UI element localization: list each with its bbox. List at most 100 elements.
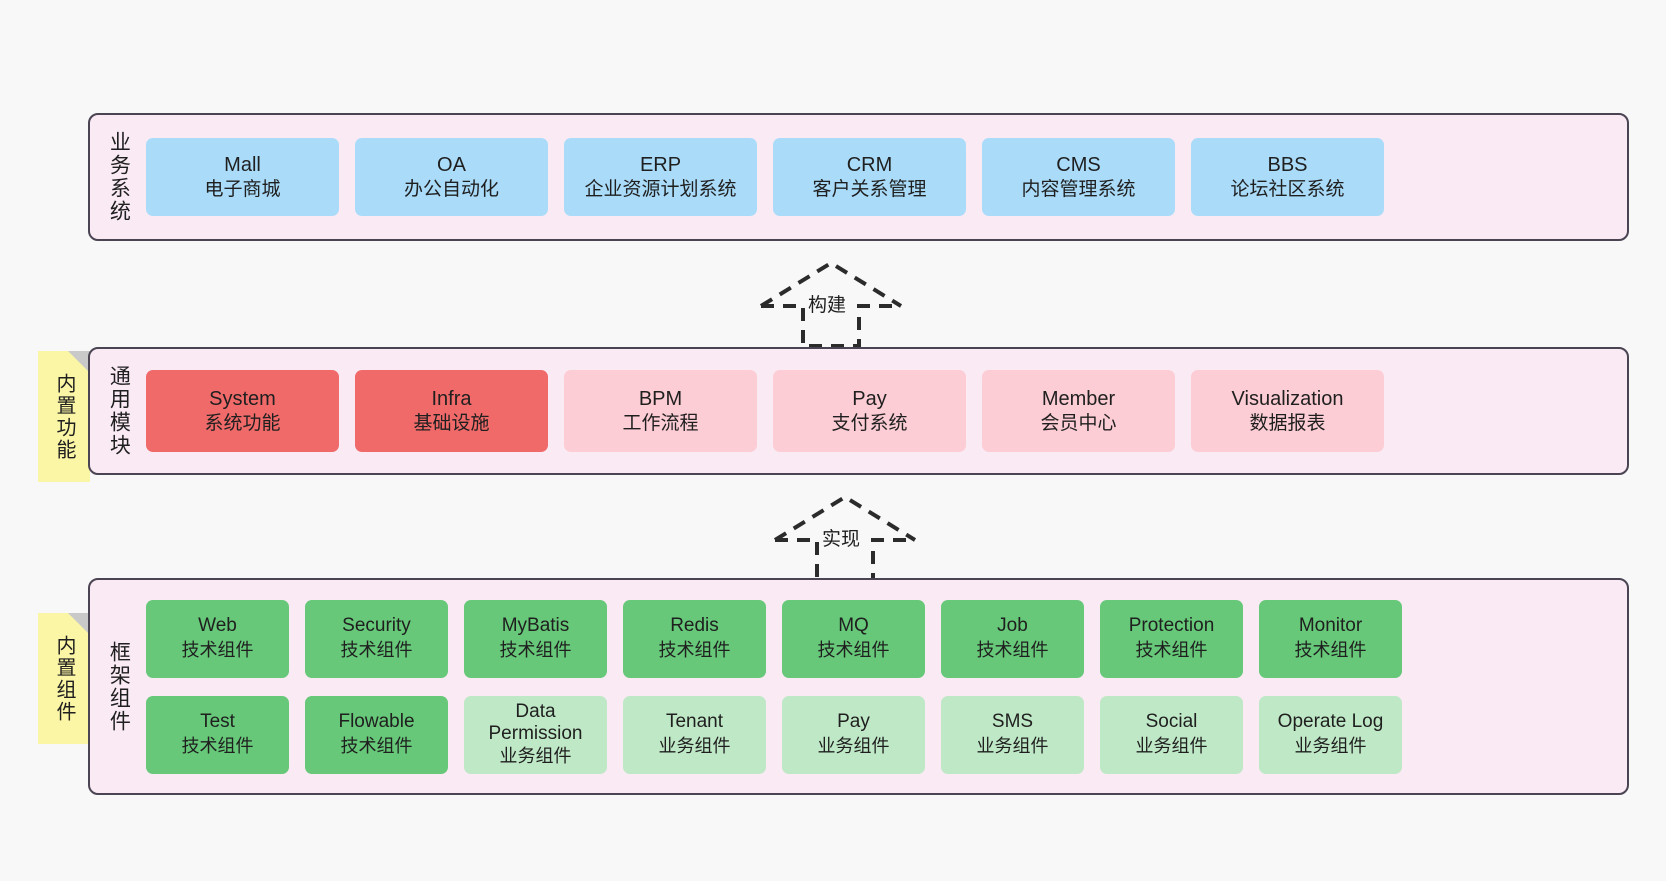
card-monitor[interactable]: Monitor 技术组件	[1259, 599, 1402, 678]
card-redis[interactable]: Redis 技术组件	[623, 599, 766, 678]
card-redis-cn: 技术组件	[658, 640, 731, 661]
note-fold-corner-icon	[68, 613, 90, 635]
framework-card-row-2: Test 技术组件 Flowable 技术组件 Data Permission …	[146, 695, 1611, 774]
card-web[interactable]: Web 技术组件	[146, 599, 289, 678]
layer-body-business: Mall 电子商城 OA 办公自动化 ERP 企业资源计划系统 CRM 客户关系…	[146, 115, 1627, 239]
card-security[interactable]: Security 技术组件	[305, 599, 448, 678]
card-web-cn: 技术组件	[181, 640, 254, 661]
card-erp[interactable]: ERP 企业资源计划系统	[564, 138, 757, 216]
card-crm[interactable]: CRM 客户关系管理	[773, 138, 966, 216]
layer-title-common: 通用模块	[107, 365, 131, 457]
card-operate-log[interactable]: Operate Log 业务组件	[1259, 695, 1402, 774]
note-builtin-features-label: 内置功能	[53, 372, 75, 461]
card-pay-component-cn: 业务组件	[817, 736, 890, 757]
card-crm-cn: 客户关系管理	[812, 178, 927, 200]
note-fold-corner-icon	[68, 351, 90, 373]
card-infra[interactable]: Infra 基础设施	[355, 370, 548, 452]
arrowhead-build	[759, 260, 903, 308]
card-bbs[interactable]: BBS 论坛社区系统	[1191, 138, 1384, 216]
business-card-row: Mall 电子商城 OA 办公自动化 ERP 企业资源计划系统 CRM 客户关系…	[146, 138, 1611, 216]
note-builtin-components-label: 内置组件	[53, 634, 75, 723]
card-erp-cn: 企业资源计划系统	[584, 178, 737, 200]
card-protection[interactable]: Protection 技术组件	[1100, 599, 1243, 678]
common-card-row: System 系统功能 Infra 基础设施 BPM 工作流程 Pay 支付系统…	[146, 370, 1611, 452]
card-security-en: Security	[342, 615, 411, 637]
card-pay-module[interactable]: Pay 支付系统	[773, 370, 966, 452]
layer-title-framework: 框架组件	[107, 640, 131, 733]
card-cms[interactable]: CMS 内容管理系统	[982, 138, 1175, 216]
card-visualization-en: Visualization	[1231, 387, 1344, 410]
card-system-cn: 系统功能	[204, 412, 281, 434]
card-test[interactable]: Test 技术组件	[146, 695, 289, 774]
card-mall[interactable]: Mall 电子商城	[146, 138, 339, 216]
card-web-en: Web	[198, 615, 237, 637]
card-mall-en: Mall	[224, 153, 261, 176]
card-job-cn: 技术组件	[976, 640, 1049, 661]
card-infra-en: Infra	[431, 387, 472, 410]
card-oa[interactable]: OA 办公自动化	[355, 138, 548, 216]
card-system[interactable]: System 系统功能	[146, 370, 339, 452]
card-flowable[interactable]: Flowable 技术组件	[305, 695, 448, 774]
connector-implement-label: 实现	[822, 529, 861, 550]
card-crm-en: CRM	[846, 153, 893, 176]
layer-body-framework: Web 技术组件 Security 技术组件 MyBatis 技术组件 Redi…	[146, 580, 1627, 793]
card-member[interactable]: Member 会员中心	[982, 370, 1175, 452]
card-mq-en: MQ	[838, 615, 869, 637]
card-cms-cn: 内容管理系统	[1021, 178, 1136, 200]
card-social-en: Social	[1145, 711, 1198, 733]
card-oa-cn: 办公自动化	[403, 178, 499, 200]
card-mq[interactable]: MQ 技术组件	[782, 599, 925, 678]
card-mq-cn: 技术组件	[817, 640, 890, 661]
note-builtin-features: 内置功能	[38, 351, 90, 482]
card-job-en: Job	[997, 615, 1028, 637]
card-oa-en: OA	[437, 153, 466, 176]
card-mybatis-cn: 技术组件	[499, 640, 572, 661]
note-builtin-components: 内置组件	[38, 613, 90, 744]
card-social[interactable]: Social 业务组件	[1100, 695, 1243, 774]
arrow-shaft-build	[761, 304, 901, 348]
card-tenant-en: Tenant	[665, 711, 724, 733]
card-job[interactable]: Job 技术组件	[941, 599, 1084, 678]
card-pay-component[interactable]: Pay 业务组件	[782, 695, 925, 774]
card-operate-log-en: Operate Log	[1277, 711, 1384, 733]
card-sms-cn: 业务组件	[976, 736, 1049, 757]
arrowhead-implement	[773, 494, 917, 542]
card-sms[interactable]: SMS 业务组件	[941, 695, 1084, 774]
card-data-permission[interactable]: Data Permission 业务组件	[464, 695, 607, 774]
card-sms-en: SMS	[991, 711, 1034, 733]
card-social-cn: 业务组件	[1135, 736, 1208, 757]
card-visualization-cn: 数据报表	[1249, 412, 1326, 434]
card-bbs-cn: 论坛社区系统	[1230, 178, 1345, 200]
connector-build-label: 构建	[808, 295, 847, 316]
card-bbs-en: BBS	[1267, 153, 1308, 176]
card-mybatis[interactable]: MyBatis 技术组件	[464, 599, 607, 678]
card-bpm[interactable]: BPM 工作流程	[564, 370, 757, 452]
card-cms-en: CMS	[1056, 153, 1101, 176]
card-data-permission-en: Data Permission	[488, 700, 583, 744]
layer-body-common: System 系统功能 Infra 基础设施 BPM 工作流程 Pay 支付系统…	[146, 349, 1627, 473]
card-member-en: Member	[1041, 387, 1116, 410]
card-test-en: Test	[200, 711, 235, 733]
card-erp-en: ERP	[639, 153, 682, 176]
card-system-en: System	[209, 387, 276, 410]
connector-build-svg	[759, 260, 903, 348]
card-bpm-en: BPM	[638, 387, 683, 410]
card-flowable-en: Flowable	[338, 711, 415, 733]
card-test-cn: 技术组件	[181, 736, 254, 757]
layer-common-modules: 通用模块 System 系统功能 Infra 基础设施 BPM 工作流程 Pay…	[88, 347, 1629, 475]
card-pay-component-en: Pay	[837, 711, 870, 733]
layer-title-business: 业务系统	[107, 131, 131, 223]
card-tenant[interactable]: Tenant 业务组件	[623, 695, 766, 774]
card-visualization[interactable]: Visualization 数据报表	[1191, 370, 1384, 452]
card-flowable-cn: 技术组件	[340, 736, 413, 757]
card-tenant-cn: 业务组件	[658, 736, 731, 757]
card-pay-module-en: Pay	[852, 387, 887, 410]
card-member-cn: 会员中心	[1040, 412, 1117, 434]
connector-implement-arrow: 实现	[770, 492, 920, 584]
card-operate-log-cn: 业务组件	[1294, 736, 1367, 757]
layer-business-systems: 业务系统 Mall 电子商城 OA 办公自动化 ERP 企业资源计划系统 CRM…	[88, 113, 1629, 241]
layer-framework-components: 框架组件 Web 技术组件 Security 技术组件 MyBatis 技术组件…	[88, 578, 1629, 795]
card-monitor-cn: 技术组件	[1294, 640, 1367, 661]
card-protection-en: Protection	[1128, 615, 1215, 637]
